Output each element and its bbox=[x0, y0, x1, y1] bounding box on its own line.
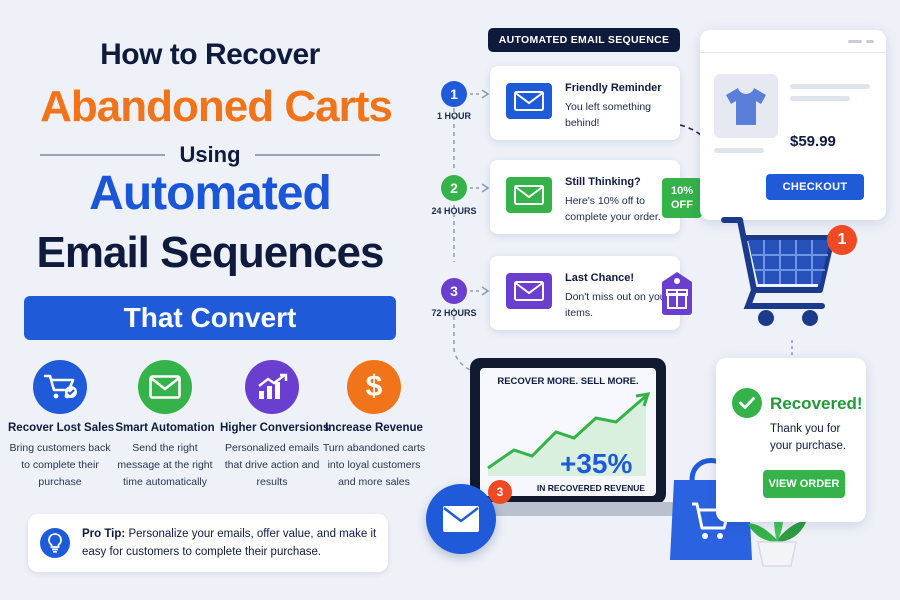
title-line-4: Automated bbox=[89, 167, 332, 220]
email-desc: You left something behind! bbox=[565, 101, 652, 129]
pro-tip-card: Pro Tip: Personalize your emails, offer … bbox=[28, 514, 388, 572]
lightbulb-icon bbox=[40, 528, 70, 558]
view-order-button[interactable]: VIEW ORDER bbox=[763, 470, 845, 498]
sequence-label: AUTOMATED EMAIL SEQUENCE bbox=[488, 28, 680, 52]
laptop-base bbox=[446, 502, 692, 516]
feature-increase-revenue: $ Increase Revenue Turn abandoned carts … bbox=[322, 360, 426, 491]
mail-icon bbox=[426, 484, 496, 554]
feature-desc: Personalized emails that drive action an… bbox=[224, 442, 320, 488]
cart-icon bbox=[33, 360, 87, 414]
title-line-2: Abandoned Carts bbox=[40, 82, 393, 131]
recovered-title: Recovered! bbox=[770, 394, 863, 413]
email-card-1[interactable]: Friendly Reminder You left something beh… bbox=[490, 66, 680, 140]
dollar-icon: $ bbox=[347, 360, 401, 414]
pro-tip-text: Pro Tip: Personalize your emails, offer … bbox=[82, 525, 388, 561]
step-time-3: 72 HOURS bbox=[431, 308, 477, 318]
growth-chart-icon bbox=[245, 360, 299, 414]
growth-line-chart bbox=[487, 392, 651, 476]
revenue-stat: +35% bbox=[560, 448, 633, 479]
tshirt-icon bbox=[714, 74, 778, 138]
email-card-2[interactable]: Still Thinking? Here's 10% off to comple… bbox=[490, 160, 680, 234]
mail-badge: 3 bbox=[488, 480, 512, 504]
product-price: $59.99 bbox=[790, 133, 836, 150]
email-title: Still Thinking? bbox=[565, 176, 641, 188]
step-number-3: 3 bbox=[441, 278, 467, 304]
feature-title: Increase Revenue bbox=[325, 422, 423, 434]
step-number-1: 1 bbox=[441, 81, 467, 107]
feature-title: Smart Automation bbox=[115, 422, 215, 434]
divider-line-right bbox=[254, 154, 380, 156]
feature-title: Higher Conversions bbox=[220, 422, 330, 434]
feature-desc: Bring customers back to complete their p… bbox=[9, 442, 111, 488]
gift-tag-icon bbox=[658, 270, 696, 321]
pro-tip-body: Personalize your emails, offer value, an… bbox=[82, 528, 377, 558]
envelope-icon bbox=[506, 177, 552, 213]
divider-line-left bbox=[40, 154, 166, 156]
using-divider: Using bbox=[40, 142, 380, 168]
envelope-icon bbox=[506, 83, 552, 119]
feature-desc: Turn abandoned carts into loyal customer… bbox=[322, 442, 426, 488]
feature-higher-conversions: Higher Conversions Personalized emails t… bbox=[220, 360, 330, 491]
title-line-5: Email Sequences bbox=[36, 228, 385, 277]
laptop-headline: RECOVER MORE. SELL MORE. bbox=[497, 376, 639, 387]
email-card-3[interactable]: Last Chance! Don't miss out on your item… bbox=[490, 256, 680, 330]
title-line-1: How to Recover bbox=[100, 38, 320, 71]
email-desc: Don't miss out on your items. bbox=[565, 291, 670, 319]
checkout-button[interactable]: CHECKOUT bbox=[766, 174, 864, 200]
shopping-cart-icon bbox=[720, 214, 848, 339]
envelope-icon bbox=[138, 360, 192, 414]
step-time-1: 1 HOUR bbox=[436, 111, 471, 121]
email-desc: Here's 10% off to complete your order. bbox=[565, 195, 661, 223]
envelope-icon bbox=[506, 273, 552, 309]
step-time-2: 24 HOURS bbox=[431, 206, 477, 216]
discount-badge: 10% OFF bbox=[662, 178, 702, 218]
feature-title: Recover Lost Sales bbox=[8, 422, 115, 434]
step-number-2: 2 bbox=[441, 175, 467, 201]
that-convert-banner: That Convert bbox=[24, 296, 396, 340]
feature-desc: Send the right message at the right time… bbox=[117, 442, 213, 488]
cart-badge: 1 bbox=[827, 225, 857, 255]
revenue-stat-label: IN RECOVERED REVENUE bbox=[536, 483, 646, 493]
email-title: Last Chance! bbox=[565, 272, 635, 284]
feature-recover-lost-sales: Recover Lost Sales Bring customers back … bbox=[8, 360, 115, 491]
email-title: Friendly Reminder bbox=[565, 82, 662, 94]
title-line-3: Using bbox=[179, 142, 241, 167]
checkmark-icon bbox=[732, 388, 762, 418]
feature-smart-automation: Smart Automation Send the right message … bbox=[113, 360, 217, 491]
recovered-desc: Thank you for your purchase. bbox=[770, 423, 847, 452]
pro-tip-label: Pro Tip: bbox=[82, 528, 126, 540]
window-controls bbox=[848, 40, 874, 43]
